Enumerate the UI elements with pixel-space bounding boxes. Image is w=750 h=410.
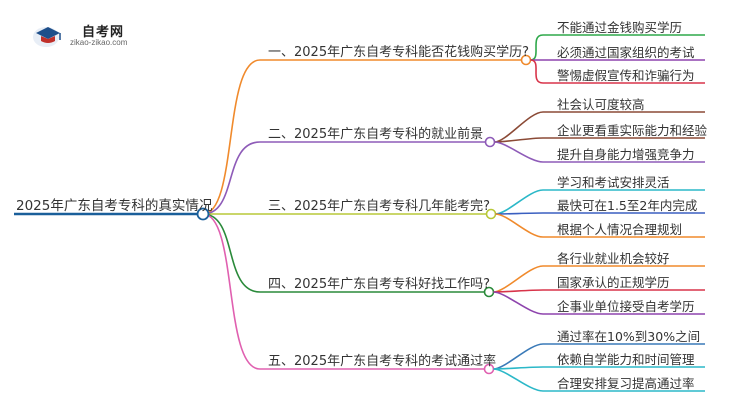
leaf-label: 国家承认的正规学历 [557,275,670,290]
leaf-label: 学习和考试安排灵活 [557,175,670,190]
leaf-label: 不能通过金钱购买学历 [557,20,683,35]
leaf-connector [493,291,544,315]
leaf-label: 各行业就业机会较好 [557,251,670,266]
leaf-label: 合理安排复习提高通过率 [557,376,695,391]
leaf-label: 最快可在1.5至2年内完成 [557,198,698,213]
leaf-label: 必须通过国家组织的考试 [557,45,695,60]
branch-label: 三、2025年广东自考专科几年能考完? [268,199,490,214]
leaf-label: 通过率在10%到30%之间 [557,329,701,344]
branch-label: 二、2025年广东自考专科的就业前景 [268,127,484,142]
leaf-connector [495,213,544,238]
branch-connector [202,213,261,293]
leaf-label: 警惕虚假宣传和诈骗行为 [557,68,695,83]
leaf-connector [495,212,544,215]
leaf-label: 依赖自学能力和时间管理 [557,352,695,367]
leaf-connector [530,34,544,61]
leaf-label: 提升自身能力增强竞争力 [557,147,695,162]
leaf-label: 企业更看重实际能力和经验 [557,123,708,138]
leaf-label: 企事业单位接受自考学历 [557,299,695,314]
branch-label: 五、2025年广东自考专科的考试通过率 [268,354,497,369]
root-topic-label: 2025年广东自考专科的真实情况 [16,198,213,214]
leaf-connector [494,141,544,163]
leaf-connector [530,59,544,84]
logo-url: zikao-zikao.com [70,38,128,47]
leaf-connector [493,265,544,293]
leaf-connector [494,111,544,143]
logo: 自考网 zikao-zikao.com [30,20,150,50]
logo-title: 自考网 [82,25,125,40]
branch-node-circle[interactable] [484,136,496,148]
branch-connector [202,213,261,370]
leaf-connector [493,368,544,392]
leaf-label: 社会认可度较高 [557,97,645,112]
branch-label: 四、2025年广东自考专科好找工作吗? [268,277,490,292]
branch-label: 一、2025年广东自考专科能否花钱购买学历? [268,45,529,60]
leaf-connector [493,343,544,370]
branch-connector [202,59,261,215]
branch-connector [202,141,261,215]
leaf-label: 根据个人情况合理规划 [557,222,683,237]
leaf-connector [495,189,544,215]
logo-cap-icon [33,27,61,47]
root-node-circle[interactable] [196,207,210,221]
